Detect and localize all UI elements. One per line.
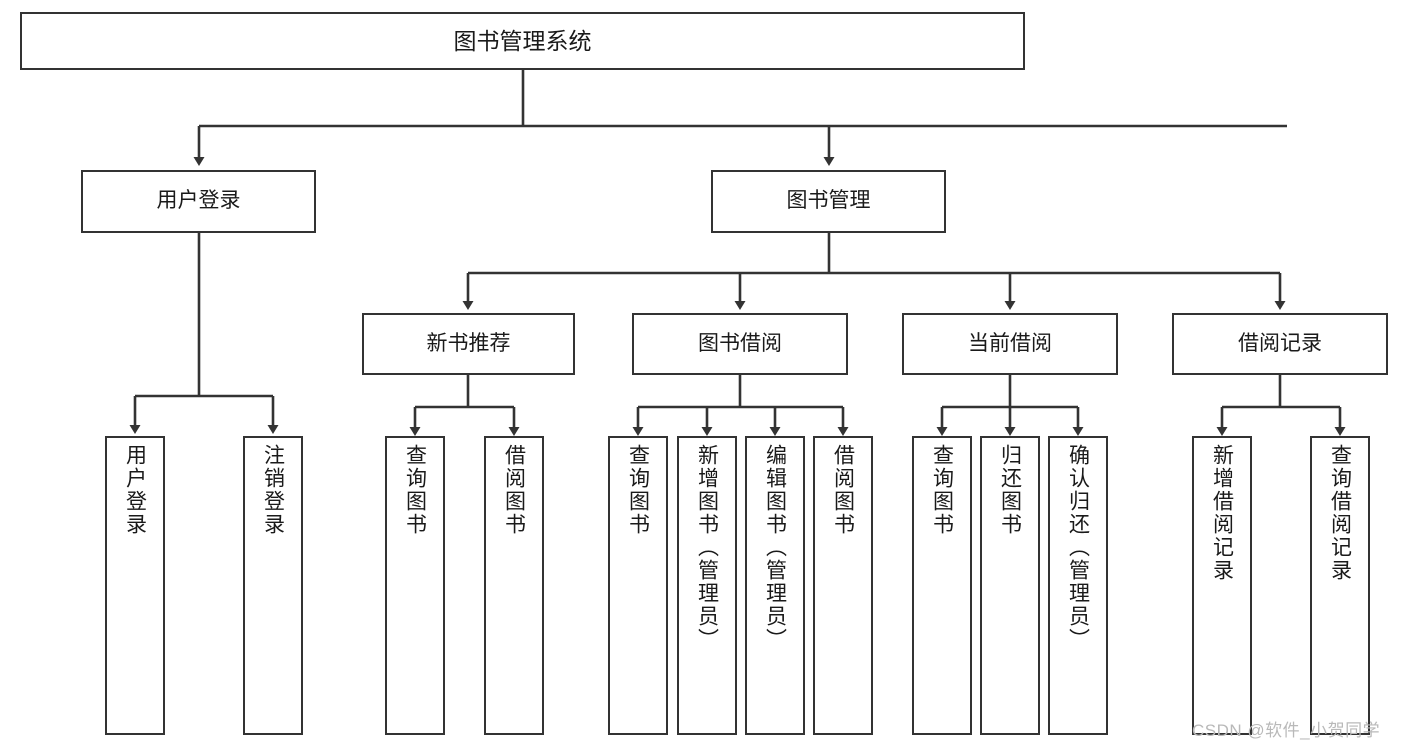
node-leaf-add-record[interactable]: 新增借阅记录: [1192, 436, 1252, 735]
node-leaf-query-book-2-label: 查询图书: [626, 444, 650, 536]
node-leaf-query-record-label: 查询借阅记录: [1328, 444, 1352, 582]
node-leaf-return-book[interactable]: 归还图书: [980, 436, 1040, 735]
node-leaf-query-book-1[interactable]: 查询图书: [385, 436, 445, 735]
node-leaf-query-book-2[interactable]: 查询图书: [608, 436, 668, 735]
node-leaf-query-record[interactable]: 查询借阅记录: [1310, 436, 1370, 735]
node-leaf-user-login[interactable]: 用户登录: [105, 436, 165, 735]
watermark: CSDN @软件_小贺同学: [1192, 721, 1381, 740]
node-book-management-label: 图书管理: [786, 189, 871, 213]
node-leaf-query-book-3-label: 查询图书: [930, 444, 954, 536]
node-leaf-borrow-book-1-label: 借阅图书: [502, 444, 526, 536]
node-new-book-recommend[interactable]: 新书推荐: [362, 313, 575, 375]
node-leaf-add-book-label: 新增图书（管理员）: [695, 444, 719, 651]
node-user-login-label: 用户登录: [156, 189, 241, 213]
node-book-borrow-label: 图书借阅: [698, 331, 782, 355]
node-leaf-add-record-label: 新增借阅记录: [1210, 444, 1234, 582]
node-leaf-confirm-return-label: 确认归还（管理员）: [1066, 444, 1090, 651]
node-borrow-record[interactable]: 借阅记录: [1172, 313, 1388, 375]
node-leaf-confirm-return[interactable]: 确认归还（管理员）: [1048, 436, 1108, 735]
node-leaf-borrow-book-2[interactable]: 借阅图书: [813, 436, 873, 735]
node-leaf-add-book[interactable]: 新增图书（管理员）: [677, 436, 737, 735]
node-leaf-query-book-3[interactable]: 查询图书: [912, 436, 972, 735]
node-book-management[interactable]: 图书管理: [711, 170, 946, 233]
node-new-book-recommend-label: 新书推荐: [426, 331, 511, 355]
node-root-label: 图书管理系统: [453, 27, 592, 54]
node-root[interactable]: 图书管理系统: [20, 12, 1025, 70]
node-borrow-record-label: 借阅记录: [1238, 331, 1322, 355]
node-current-borrow[interactable]: 当前借阅: [902, 313, 1118, 375]
node-user-login[interactable]: 用户登录: [81, 170, 316, 233]
node-leaf-edit-book[interactable]: 编辑图书（管理员）: [745, 436, 805, 735]
node-leaf-logout[interactable]: 注销登录: [243, 436, 303, 735]
node-leaf-return-book-label: 归还图书: [998, 444, 1022, 536]
node-leaf-logout-label: 注销登录: [261, 444, 285, 536]
node-leaf-query-book-1-label: 查询图书: [403, 444, 427, 536]
node-leaf-user-login-label: 用户登录: [123, 444, 147, 536]
node-current-borrow-label: 当前借阅: [968, 331, 1052, 355]
node-leaf-borrow-book-2-label: 借阅图书: [831, 444, 855, 536]
node-leaf-edit-book-label: 编辑图书（管理员）: [763, 444, 787, 651]
node-leaf-borrow-book-1[interactable]: 借阅图书: [484, 436, 544, 735]
node-book-borrow[interactable]: 图书借阅: [632, 313, 848, 375]
